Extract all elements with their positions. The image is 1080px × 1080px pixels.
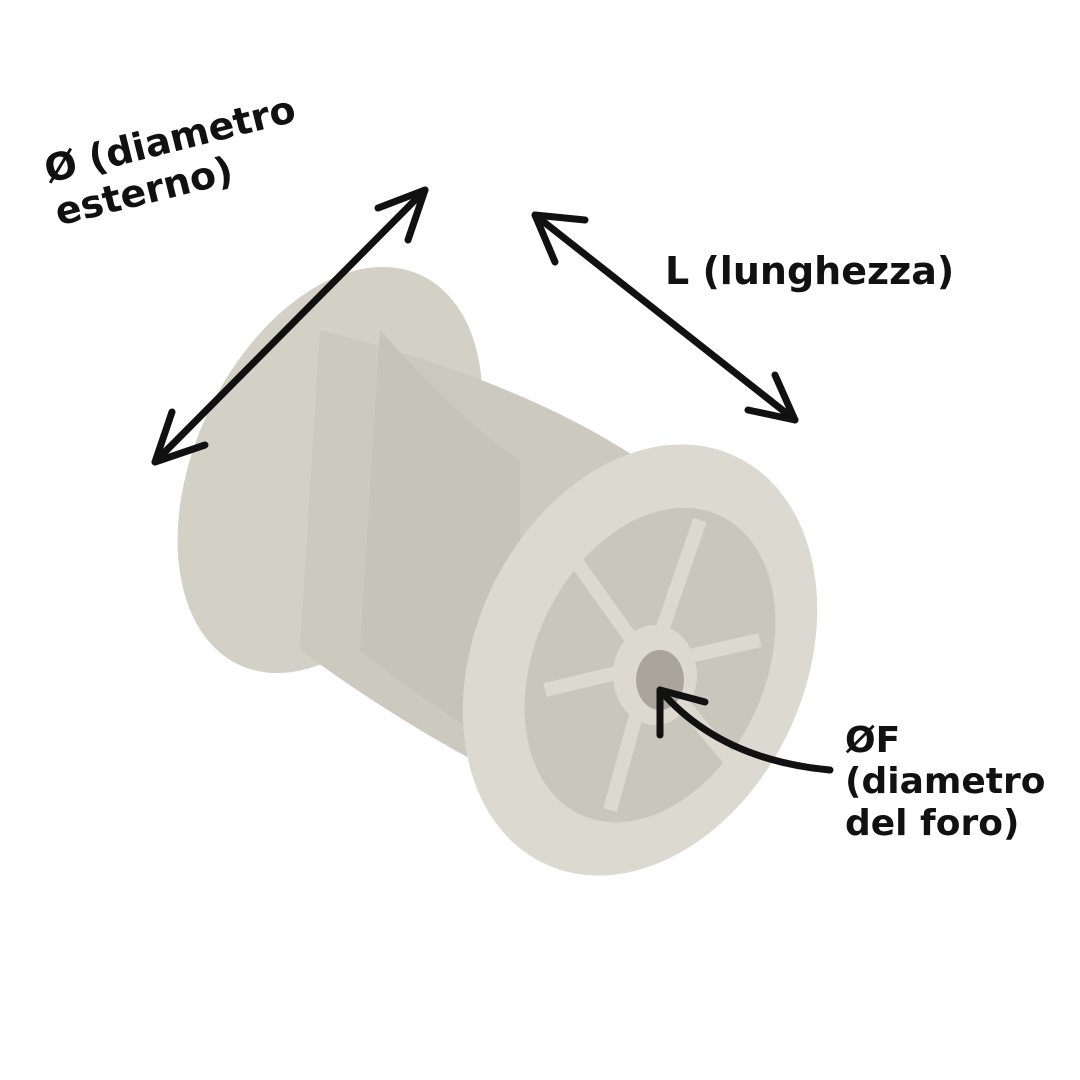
- hole-diameter-line-2: (diametro: [845, 761, 1046, 803]
- hole-diameter-label: ØF (diametro del foro): [845, 720, 1045, 844]
- hole-diameter-line-1: ØF: [845, 720, 901, 761]
- hole-pointer-arrow: [656, 686, 834, 774]
- length-label: L (lunghezza): [665, 249, 955, 293]
- length-arrow: [531, 211, 799, 424]
- hole-diameter-line-3: del foro): [845, 802, 1020, 844]
- roller-part: [177, 266, 818, 876]
- outer-diameter-arrow: [151, 186, 429, 466]
